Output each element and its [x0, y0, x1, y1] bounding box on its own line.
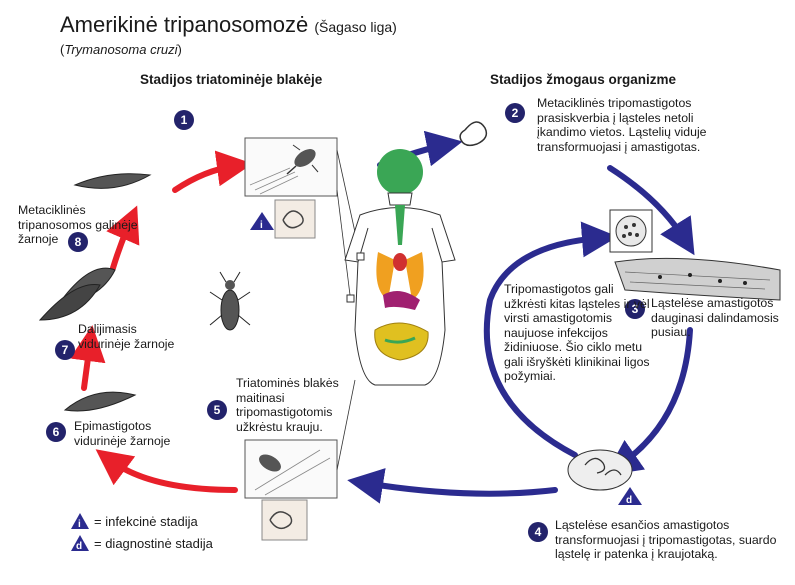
step-5-badge: 5: [207, 400, 227, 420]
reinfection-text: Tripomastigotos gali užkrėsti kitas ląst…: [504, 282, 654, 384]
legend-diagnostic: d = diagnostinė stadija: [70, 534, 213, 552]
amastigote-cell-icon: [610, 210, 652, 252]
step-6-text: Epimastigotos vidurinėje žarnoje: [74, 419, 184, 448]
arrow-1-to-bite: [175, 166, 235, 190]
step-2-badge: 2: [505, 103, 525, 123]
svg-text:i: i: [78, 519, 81, 530]
arrow-4-to-5: [365, 483, 555, 494]
diagnostic-stage-marker: d: [618, 487, 642, 506]
step-3-text: Ląstelėse amastigotos dauginasi dalindam…: [651, 296, 791, 340]
human-anatomy-icon: [345, 149, 455, 385]
legend-infective-label: = infekcinė stadija: [94, 514, 198, 529]
legend-infective: i = infekcinė stadija: [70, 512, 213, 530]
metacyclic-trypanosome-icon: [75, 174, 150, 189]
svg-text:d: d: [76, 541, 82, 552]
step-7-text: Dalijimasis vidurinėje žarnoje: [78, 322, 188, 351]
legend: i = infekcinė stadija d = diagnostinė st…: [70, 512, 213, 552]
legend-diagnostic-label: = diagnostinė stadija: [94, 536, 213, 551]
svg-text:d: d: [626, 495, 632, 506]
infective-stage-marker: i: [250, 212, 274, 231]
step-6-badge: 6: [46, 422, 66, 442]
step-4-badge: 4: [528, 522, 548, 542]
bursting-cell-icon: [568, 450, 632, 490]
arrow-5-to-6: [110, 460, 235, 490]
step-1-badge: 1: [174, 110, 194, 130]
infective-triangle-icon: i: [70, 512, 90, 530]
diagnostic-triangle-icon: d: [70, 534, 90, 552]
step-7-badge: 7: [55, 340, 75, 360]
step-8-text: Metaciklinės tripanosomos galinėje žarno…: [18, 203, 158, 247]
svg-text:i: i: [260, 220, 263, 231]
triatomine-adult-icon: [210, 272, 250, 330]
trypomastigote-step2-icon: [460, 122, 486, 145]
epimastigote-icon: [65, 392, 135, 411]
step-5-text: Triatominės blakės maitinasi tripomastig…: [236, 376, 348, 434]
step-4-text: Ląstelėse esančios amastigotos transform…: [555, 518, 785, 562]
step-2-text: Metaciklinės tripomastigotos prasiskverb…: [537, 96, 737, 154]
